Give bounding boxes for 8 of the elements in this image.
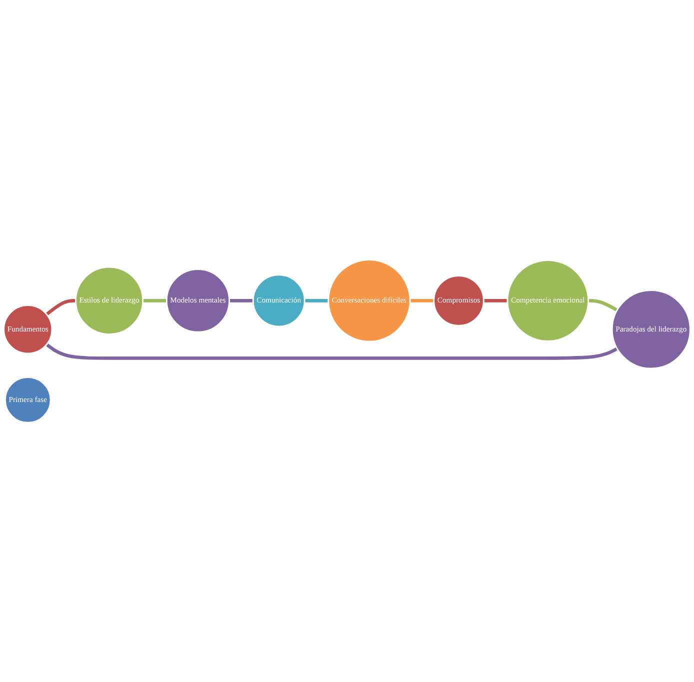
connector <box>46 342 618 360</box>
connector <box>484 298 508 302</box>
connector <box>410 298 434 302</box>
connector <box>304 298 328 302</box>
connector <box>588 298 618 312</box>
connector <box>142 298 167 302</box>
connector <box>46 298 76 316</box>
connector <box>229 298 254 302</box>
